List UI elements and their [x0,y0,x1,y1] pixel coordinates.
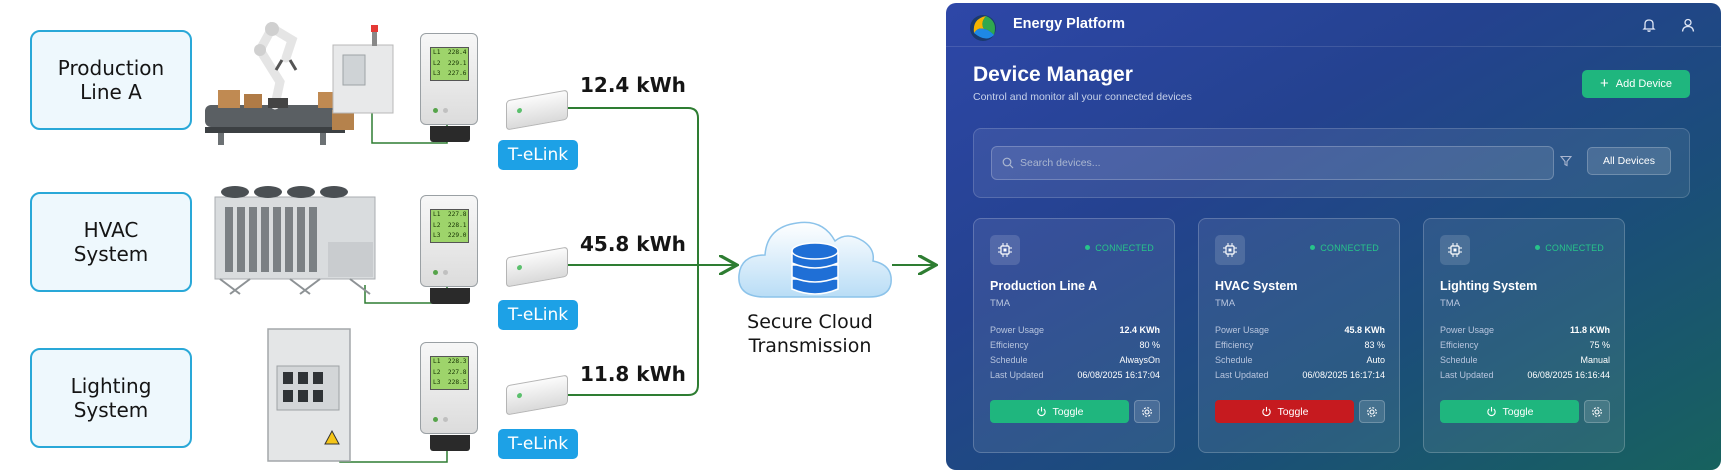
chip-icon [998,243,1012,257]
source-label: Lighting [70,374,152,398]
source-label: Line A [80,80,142,104]
production-line-illustration [205,21,394,145]
search-input[interactable] [1020,147,1540,179]
gear-icon [1142,407,1152,417]
energy-reading: 12.4 kWh [580,73,686,97]
platform-logo-icon [970,15,996,41]
device-name: HVAC System [1215,279,1298,293]
toggle-button[interactable]: Toggle [990,400,1129,423]
settings-button[interactable] [1134,400,1160,423]
toggle-label: Toggle [1502,405,1534,418]
telink-badge: T-eLink [498,300,578,330]
device-name: Production Line A [990,279,1098,293]
source-label: System [73,398,149,422]
device-name: Lighting System [1440,279,1538,293]
power-meter: L1 227.8 VL2 228.1 VL3 229.0 V [420,195,478,304]
gateway-device [506,374,568,416]
add-device-button[interactable]: + Add Device [1582,70,1690,98]
power-meter: L1 228.4 VL2 229.1 VL3 227.6 V [420,33,478,142]
energy-platform-app: Energy Platform Device Manager Control a… [946,3,1721,470]
source-label: System [73,242,149,266]
plus-icon: + [1599,75,1609,92]
device-icon-box [990,235,1020,265]
gateway-device [506,89,568,131]
app-title: Energy Platform [1013,16,1125,32]
gateway-device [506,246,568,288]
gear-icon [1367,407,1377,417]
chip-icon [1448,243,1462,257]
power-icon [1036,406,1046,417]
settings-button[interactable] [1359,400,1385,423]
device-filter-select[interactable]: All Devices [1587,147,1671,175]
hvac-chiller-illustration [214,186,376,295]
search-icon [1002,157,1014,169]
device-card: CONNECTED Production Line A TMA Power Us… [973,218,1175,453]
source-label: Production [57,56,165,80]
top-bar: Energy Platform [946,3,1721,47]
bell-icon[interactable] [1641,17,1657,33]
device-type: TMA [1440,298,1461,309]
meter-display: L1 228.3 VL2 227.8 VL3 228.5 V [430,356,469,390]
settings-button[interactable] [1584,400,1610,423]
page-title: Device Manager [973,63,1133,86]
toggle-button[interactable]: Toggle [1440,400,1579,423]
meter-display: L1 227.8 VL2 228.1 VL3 229.0 V [430,209,469,243]
page-subtitle: Control and monitor all your connected d… [973,91,1192,103]
search-box[interactable] [991,146,1554,180]
electrical-panel-illustration [267,328,351,462]
device-type: TMA [990,298,1011,309]
toggle-button[interactable]: Toggle [1215,400,1354,423]
power-icon [1486,406,1496,417]
power-icon [1261,406,1271,417]
source-label: HVAC [83,218,139,242]
device-card: CONNECTED Lighting System TMA Power Usag… [1423,218,1625,453]
status-badge: CONNECTED [1085,243,1154,253]
power-meter: L1 228.3 VL2 227.8 VL3 228.5 V [420,342,478,451]
user-icon[interactable] [1680,17,1696,33]
filter-icon[interactable] [1560,155,1572,167]
energy-reading: 11.8 kWh [580,362,686,386]
toggle-label: Toggle [1052,405,1084,418]
chip-icon [1223,243,1237,257]
device-icon-box [1215,235,1245,265]
add-device-label: Add Device [1615,78,1673,90]
cloud-database-icon [738,221,892,298]
gear-icon [1592,407,1602,417]
status-badge: CONNECTED [1535,243,1604,253]
device-type: TMA [1215,298,1236,309]
device-icon-box [1440,235,1470,265]
cloud-caption: Secure Cloud Transmission [747,311,873,357]
telink-badge: T-eLink [498,429,578,459]
meter-display: L1 228.4 VL2 229.1 VL3 227.6 V [430,47,469,81]
status-badge: CONNECTED [1310,243,1379,253]
energy-reading: 45.8 kWh [580,232,686,256]
toggle-label: Toggle [1277,405,1309,418]
search-panel: All Devices [973,128,1690,198]
telink-badge: T-eLink [498,140,578,170]
